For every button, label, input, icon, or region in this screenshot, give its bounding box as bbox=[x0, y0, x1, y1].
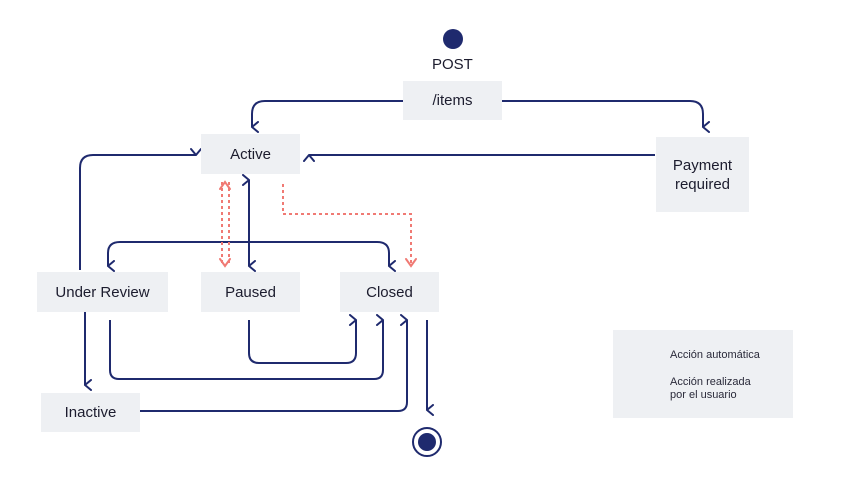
edge-paused-to-closed bbox=[248, 314, 357, 364]
node-payment-required: Payment required bbox=[656, 137, 749, 212]
node-items: /items bbox=[403, 81, 502, 120]
node-under-review: Under Review bbox=[37, 272, 168, 312]
edge-review-to-active bbox=[79, 148, 202, 270]
legend-user-label: Acción realizada por el usuario bbox=[670, 376, 751, 401]
edge-items-to-payment bbox=[502, 100, 710, 133]
legend-automatic-label: Acción automática bbox=[670, 349, 760, 361]
edge-inactive-to-closed bbox=[140, 314, 408, 412]
edge-user-active-closed bbox=[282, 184, 417, 268]
legend bbox=[613, 330, 793, 418]
start-label: POST bbox=[432, 56, 473, 73]
edge-review-closed bbox=[107, 241, 396, 272]
node-active: Active bbox=[201, 134, 300, 174]
edge-user-active-paused bbox=[219, 180, 231, 268]
edge-items-to-active bbox=[251, 100, 403, 133]
node-paused: Paused bbox=[201, 272, 300, 312]
edge-review-bottom-to-closed bbox=[109, 314, 384, 380]
start-node bbox=[443, 29, 463, 49]
end-node bbox=[412, 427, 442, 457]
node-inactive: Inactive bbox=[41, 393, 140, 432]
node-closed: Closed bbox=[340, 272, 439, 312]
